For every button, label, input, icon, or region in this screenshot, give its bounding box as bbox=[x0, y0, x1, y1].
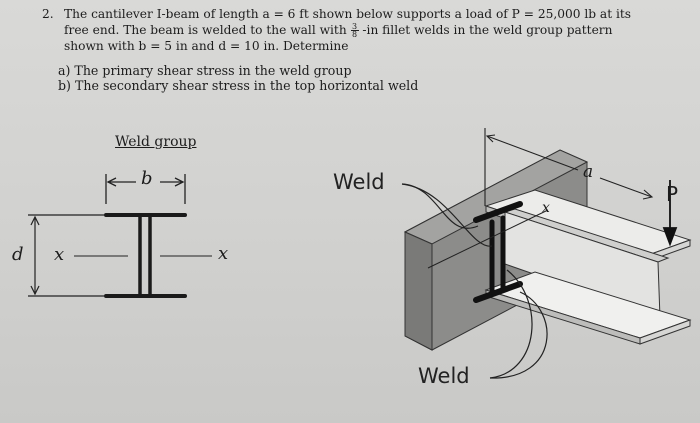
d-dimension bbox=[28, 214, 104, 297]
beam-x-label: x bbox=[542, 200, 550, 216]
beam-x-axis bbox=[427, 209, 549, 269]
beam-welds bbox=[473, 201, 523, 303]
problem-number: 2. bbox=[42, 7, 54, 21]
i-beam bbox=[484, 189, 692, 345]
weld-group-title: Weld group bbox=[115, 134, 197, 150]
d-label: d bbox=[12, 244, 24, 265]
b-label: b bbox=[141, 168, 153, 189]
p-label: P bbox=[666, 182, 679, 206]
a-dimension bbox=[484, 128, 654, 206]
x-label-left: x bbox=[54, 244, 65, 265]
problem-line-2-start: free end. The beam is welded to the wall… bbox=[64, 23, 347, 37]
fraction: 3 8 bbox=[350, 22, 359, 39]
problem-line-2: free end. The beam is welded to the wall… bbox=[64, 22, 613, 39]
weld-label-top: Weld bbox=[333, 170, 385, 194]
problem-line-1: The cantilever I-beam of length a = 6 ft… bbox=[64, 7, 632, 21]
weld-label-bottom: Weld bbox=[418, 364, 470, 388]
load-arrow bbox=[662, 180, 678, 247]
weld-pattern bbox=[104, 213, 187, 298]
weld-leaders bbox=[401, 183, 548, 379]
a-label: a bbox=[583, 162, 594, 182]
question-b: b) The secondary shear stress in the top… bbox=[58, 78, 419, 93]
b-dimension bbox=[105, 174, 186, 204]
fraction-denominator: 8 bbox=[352, 30, 358, 39]
problem-line-3: shown with b = 5 in and d = 10 in. Deter… bbox=[64, 39, 349, 53]
question-a: a) The primary shear stress in the weld … bbox=[58, 63, 352, 78]
x-label-right: x bbox=[218, 243, 229, 264]
problem-line-2-end: -in fillet welds in the weld group patte… bbox=[362, 23, 613, 37]
fraction-numerator: 3 bbox=[350, 22, 359, 31]
